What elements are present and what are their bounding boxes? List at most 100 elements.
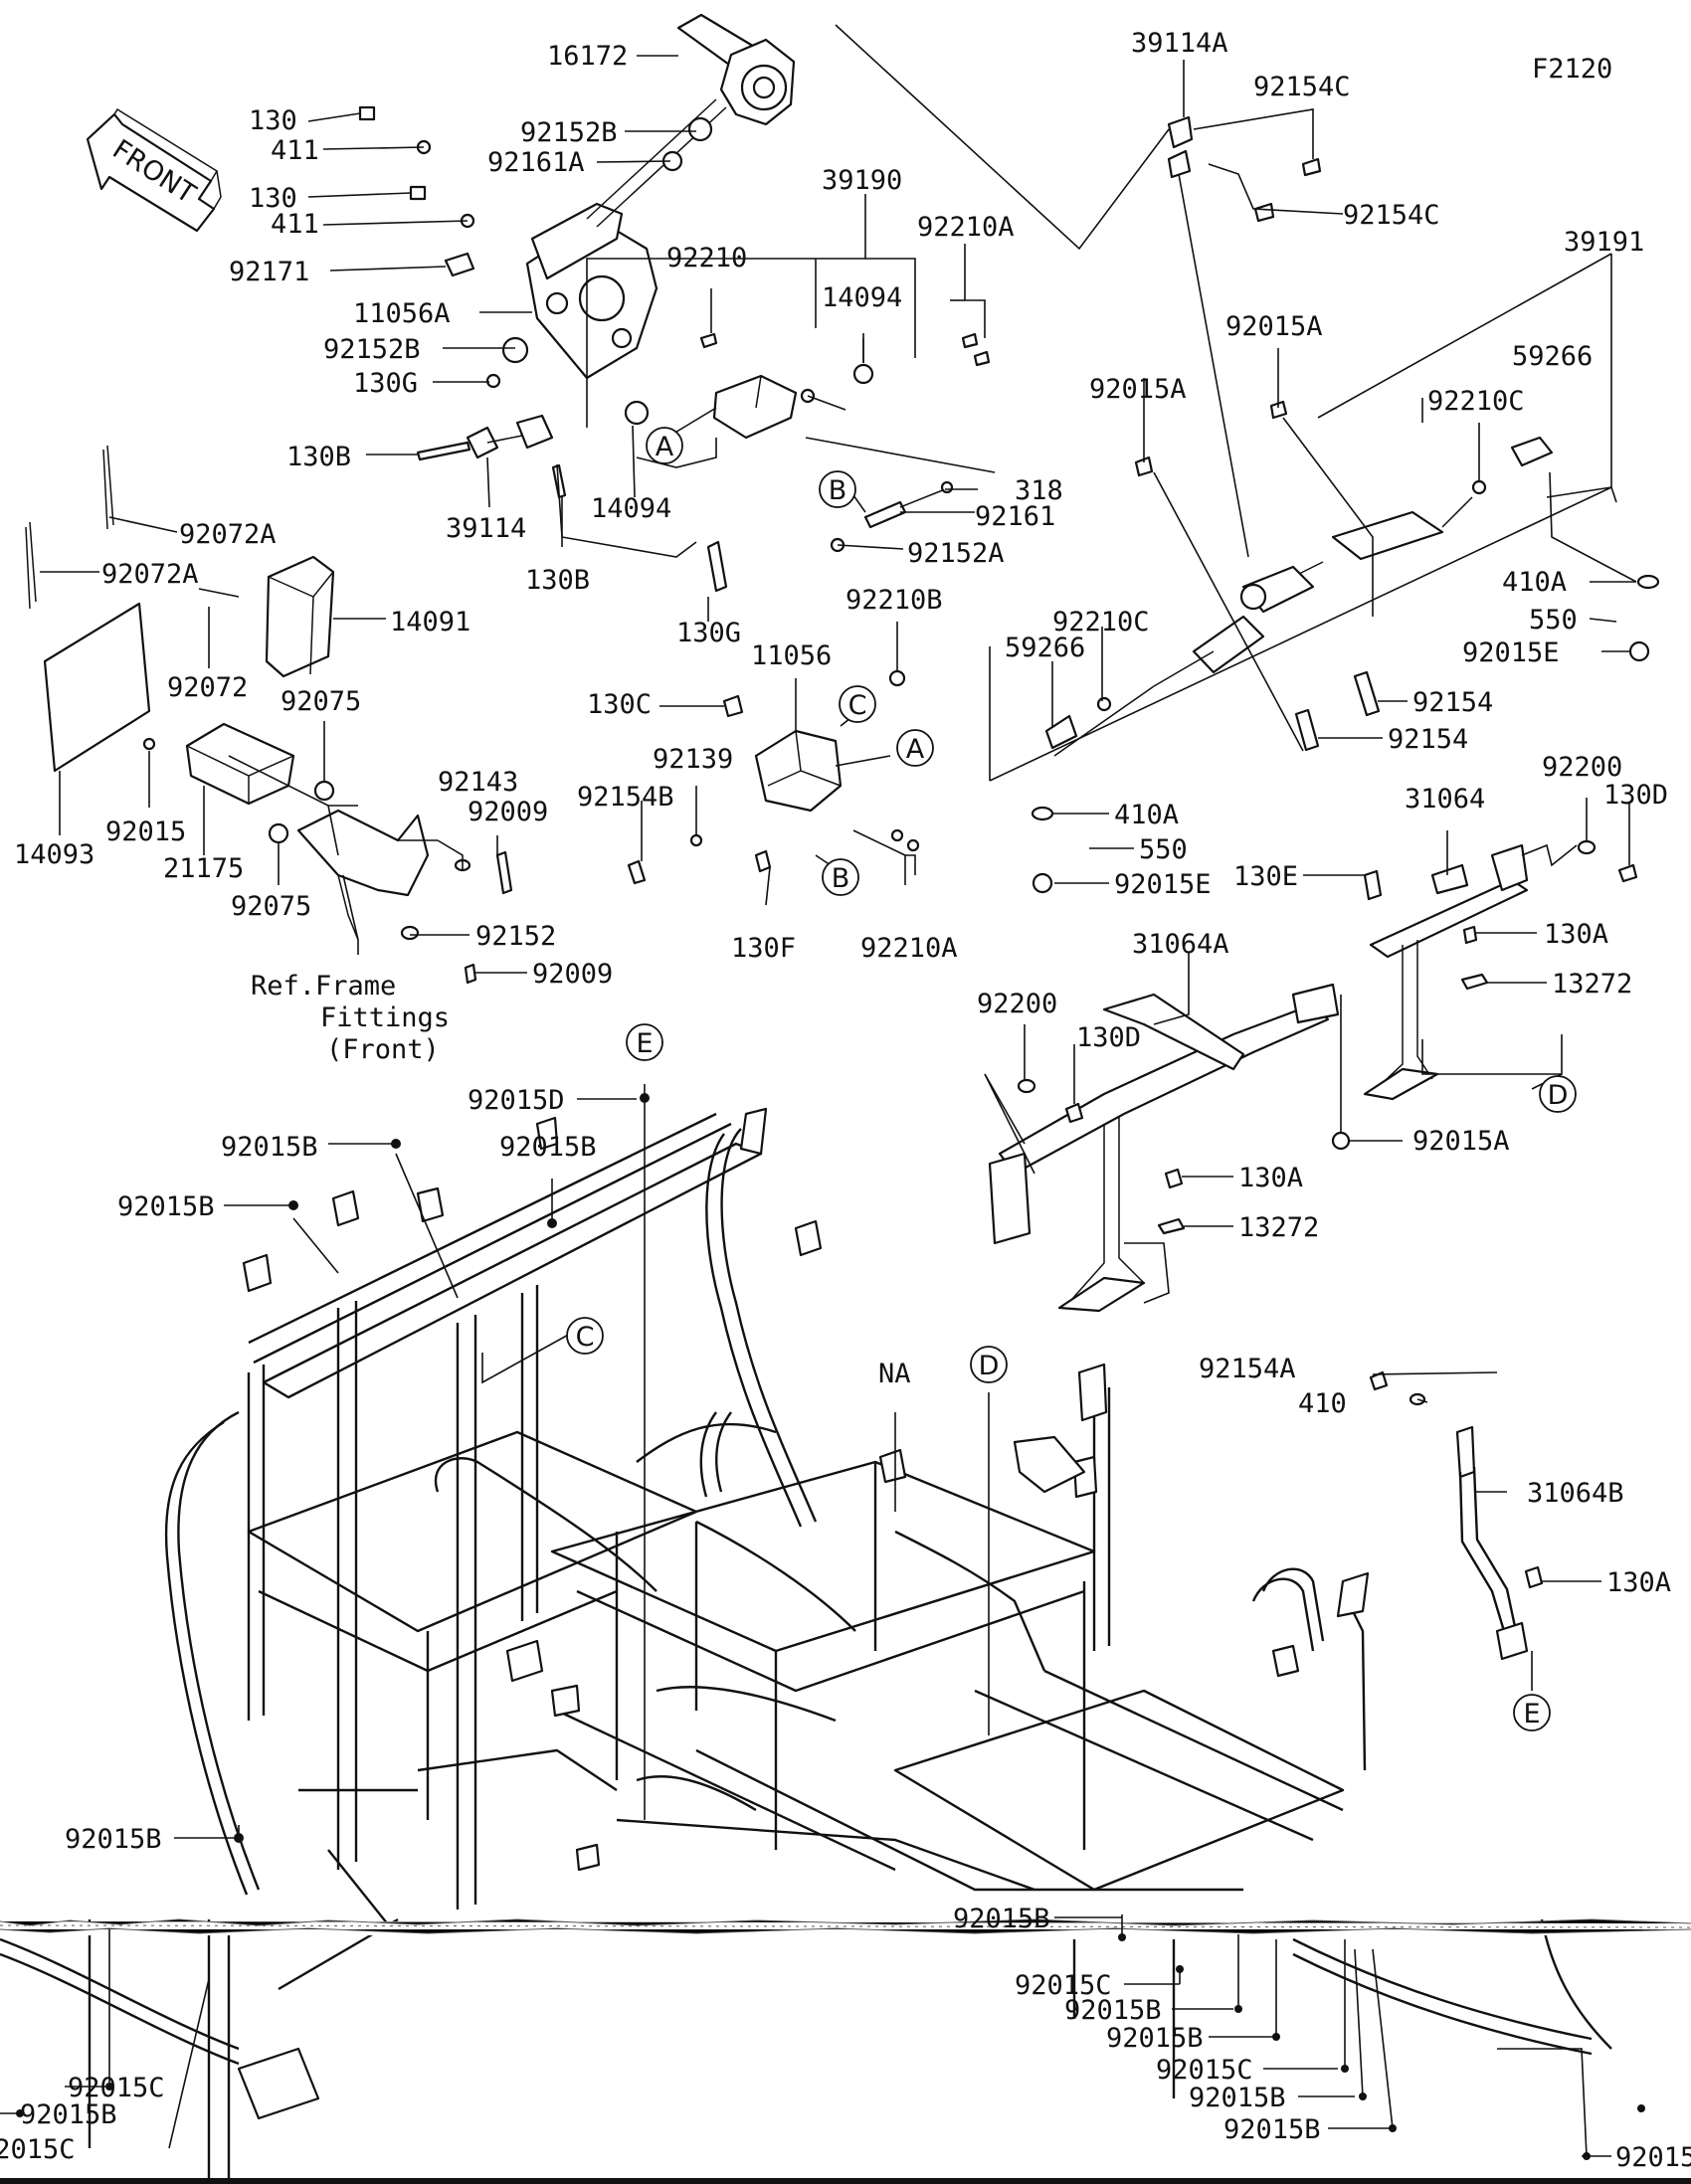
callout-c-frame: C [566, 1317, 604, 1355]
part-label: 92161 [975, 501, 1055, 532]
part-label: 11056A [353, 298, 451, 329]
part-label: 92015E [1114, 869, 1212, 900]
callout-d-upper: D [1539, 1075, 1577, 1113]
front-arrow-icon: FRONT [86, 107, 222, 233]
bottom-edge [0, 2178, 1691, 2184]
part-label: 92015A [1412, 1126, 1510, 1157]
part-label: 13272 [1238, 1212, 1319, 1243]
part-label: 92210 [666, 243, 747, 273]
part-label: 39114 [446, 513, 526, 544]
part-label: 92015B [1615, 2142, 1691, 2173]
part-label: 92075 [281, 686, 361, 717]
part-label: 92210C [1427, 386, 1525, 417]
part-label: NA [878, 1359, 911, 1389]
part-label: 31064 [1405, 784, 1485, 815]
callout-label: D [1548, 1080, 1569, 1111]
part-label: 92139 [653, 744, 733, 775]
part-label: 550 [1139, 834, 1188, 865]
part-label: 92015B [499, 1132, 597, 1163]
ref-note-line-3: (Front) [326, 1034, 440, 1065]
part-label: 92072 [167, 672, 248, 703]
callout-a-lower: A [896, 729, 934, 767]
part-label: 92154C [1343, 200, 1440, 231]
part-label: 92015B [1106, 2023, 1204, 2054]
part-label: 130B [286, 442, 351, 472]
part-label: 92015B [1064, 1995, 1162, 2026]
part-label: 92210B [846, 585, 943, 616]
part-label: 130D [1076, 1022, 1141, 1053]
callout-b-lower: B [822, 858, 859, 896]
part-label: 92171 [229, 257, 309, 287]
part-label: 39114A [1131, 28, 1228, 59]
part-label: 31064A [1132, 929, 1229, 960]
part-label: 130D [1603, 780, 1668, 811]
part-label: 130G [353, 368, 418, 399]
part-label: 92015B [65, 1824, 162, 1855]
part-label: 92009 [532, 959, 613, 990]
vehicle-frame [0, 1107, 1691, 2178]
part-label: 92200 [1542, 752, 1622, 783]
callout-label: A [906, 734, 925, 765]
part-label: 130 [249, 105, 297, 136]
callout-e-upper: E [626, 1023, 663, 1061]
part-label: 130A [1544, 919, 1608, 950]
part-label: 92015B [20, 2099, 117, 2130]
part-label: 92152 [475, 921, 556, 952]
callout-label: E [636, 1028, 653, 1059]
callout-e-lower: E [1513, 1694, 1551, 1731]
callout-label: E [1523, 1699, 1540, 1729]
callout-label: C [576, 1322, 595, 1353]
part-label: 92075 [231, 891, 311, 922]
part-label: 92210A [917, 212, 1015, 243]
fastener-dots [16, 1093, 1645, 2160]
part-label: 16172 [547, 41, 628, 72]
callout-b-upper: B [819, 470, 856, 508]
bracket-31064-group [988, 839, 1638, 1661]
part-label: 92154A [1199, 1354, 1296, 1384]
part-label: 92015D [468, 1085, 565, 1116]
part-label: 92015B [117, 1191, 215, 1222]
callout-label: D [979, 1351, 1000, 1381]
part-label: 130F [731, 933, 796, 964]
steering-rack-group [1031, 115, 1660, 894]
reference-note: Ref.Frame Fittings (Front) [251, 971, 450, 1065]
part-label: 92015 [105, 817, 186, 847]
diagram-code: F2120 [1532, 54, 1612, 85]
leader-lines [0, 24, 1637, 2157]
part-label: 550 [1529, 605, 1578, 636]
part-label: 92143 [438, 767, 518, 798]
part-label: 410A [1114, 800, 1179, 830]
part-label: 92015C [1156, 2055, 1253, 2086]
callout-a-upper: A [646, 427, 683, 464]
part-label: 21175 [163, 853, 244, 884]
callout-label: B [829, 475, 847, 506]
ref-note-line-2: Fittings [320, 1002, 450, 1033]
part-label: 14093 [14, 839, 94, 870]
part-label: 92015E [1462, 637, 1560, 668]
part-label: 92015B [1189, 2083, 1286, 2113]
part-label: 92015A [1089, 374, 1187, 405]
part-label: 92154 [1388, 724, 1468, 755]
bracket-11056-group [627, 669, 920, 885]
part-label: 92210C [1052, 607, 1150, 637]
part-label: 92015B [221, 1132, 318, 1163]
part-label: 59266 [1512, 341, 1593, 372]
part-label: 92015B [1223, 2114, 1321, 2145]
part-label: 130C [587, 689, 652, 720]
part-label: 13272 [1552, 969, 1632, 1000]
part-label: 92072A [101, 559, 199, 590]
part-label: 39190 [822, 165, 902, 196]
callout-label: B [832, 863, 850, 894]
part-label: 14094 [822, 282, 902, 313]
part-label: 31064B [1527, 1478, 1624, 1509]
part-label: 92015C [68, 2073, 165, 2103]
part-label: 130B [525, 565, 590, 596]
part-label: 39191 [1564, 227, 1644, 258]
part-label: 92015A [1225, 311, 1323, 342]
part-label: 14091 [390, 607, 470, 637]
part-label: 14094 [591, 493, 671, 524]
part-label: 92015C [1015, 1970, 1112, 2001]
part-label: 92009 [468, 797, 548, 827]
part-label: 92015B [953, 1904, 1050, 1934]
